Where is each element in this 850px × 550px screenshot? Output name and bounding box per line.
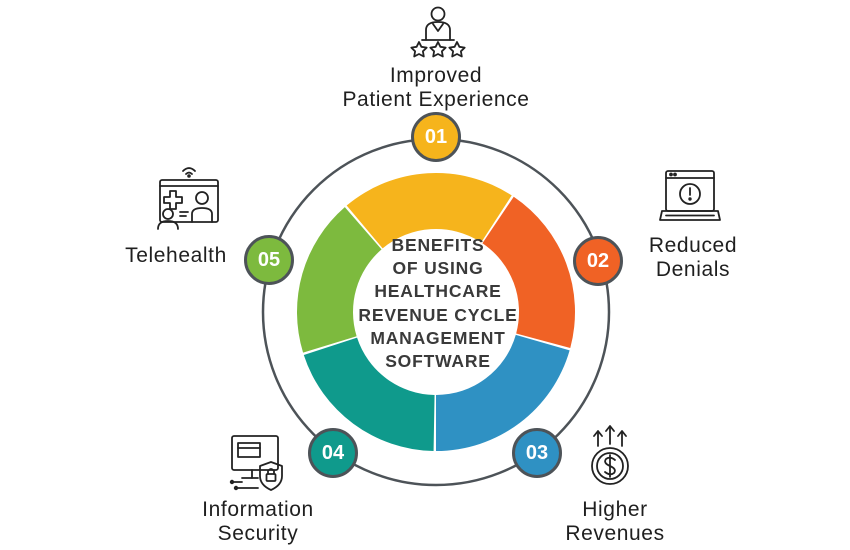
benefit-label-01: Improved Patient Experience bbox=[316, 64, 556, 112]
benefit-label-line: Telehealth bbox=[125, 244, 227, 267]
badge-01: 01 bbox=[411, 112, 461, 162]
benefit-label-line: Higher bbox=[582, 498, 648, 521]
benefit-label-line: Information bbox=[202, 498, 314, 521]
ring-segments bbox=[296, 173, 575, 451]
center-title-line: SOFTWARE bbox=[385, 351, 491, 372]
center-title-line: HEALTHCARE bbox=[374, 281, 502, 302]
badge-03: 03 bbox=[512, 428, 562, 478]
benefit-label-line: Revenues bbox=[565, 522, 665, 545]
center-title: BENEFITS OF USING HEALTHCARE REVENUE CYC… bbox=[338, 234, 538, 373]
badge-04: 04 bbox=[308, 428, 358, 478]
benefit-label-line: Patient Experience bbox=[342, 88, 530, 111]
dollar-growth-icon bbox=[591, 425, 629, 485]
ring-segment-02 bbox=[482, 196, 575, 348]
laptop-alert-icon bbox=[659, 170, 721, 221]
benefit-label-line: Reduced bbox=[648, 234, 738, 257]
ring-segment-01 bbox=[346, 173, 512, 249]
secure-computer-icon bbox=[229, 435, 283, 491]
benefit-label-04: Information Security bbox=[178, 498, 338, 546]
ring-segment-04 bbox=[303, 337, 435, 451]
patient-rating-icon bbox=[410, 6, 466, 58]
telehealth-icon bbox=[157, 167, 219, 230]
badge-05: 05 bbox=[244, 235, 294, 285]
center-title-line: OF USING bbox=[392, 258, 484, 279]
ring-segment-05 bbox=[296, 207, 382, 353]
benefit-label-02: Reduced Denials bbox=[628, 234, 758, 282]
center-title-line: MANAGEMENT bbox=[370, 327, 506, 348]
benefit-label-line: Improved bbox=[389, 64, 483, 87]
benefit-label-03: Higher Revenues bbox=[545, 498, 685, 546]
badge-02: 02 bbox=[573, 236, 623, 286]
benefit-label-line: Security bbox=[217, 522, 299, 545]
center-title-line: REVENUE CYCLE bbox=[358, 304, 518, 325]
benefit-label-line: Denials bbox=[655, 258, 731, 281]
benefit-label-05: Telehealth bbox=[106, 244, 246, 268]
center-title-line: BENEFITS bbox=[391, 235, 485, 255]
ring-segment-03 bbox=[436, 334, 570, 451]
